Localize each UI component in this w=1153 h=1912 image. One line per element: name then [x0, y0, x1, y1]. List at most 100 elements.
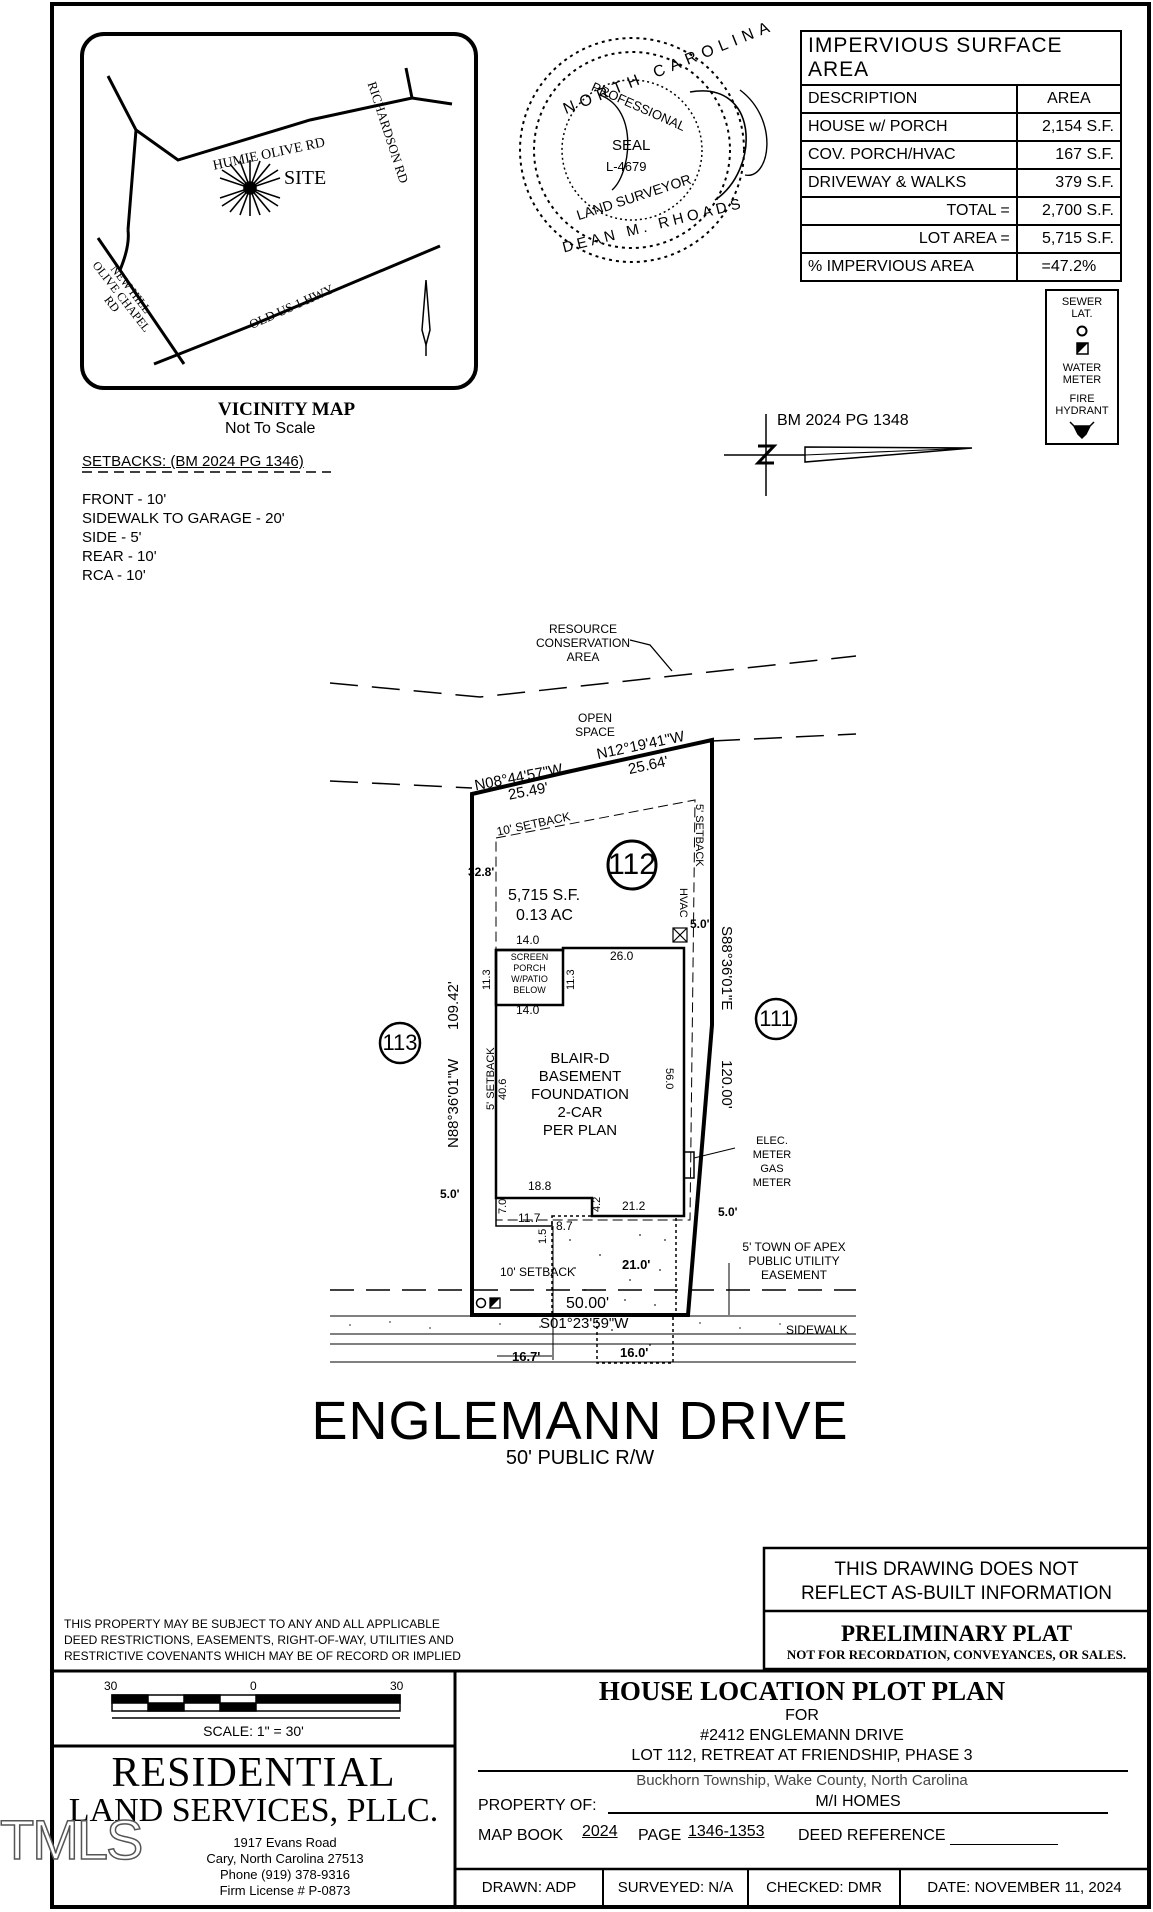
restrictions-note: THIS PROPERTY MAY BE SUBJECT TO ANY AND … — [64, 1616, 461, 1664]
title-block-title: HOUSE LOCATION PLOT PLAN — [598, 1676, 1006, 1706]
site-star-icon — [219, 160, 281, 216]
pct-impervious-value: =47.2% — [1015, 252, 1123, 282]
driveway-apron — [596, 1314, 674, 1364]
rca-label: RESOURCE CONSERVATION AREA — [535, 622, 630, 664]
vicinity-subtitle: Not To Scale — [225, 420, 316, 437]
sidewalk-label: SIDEWALK — [786, 1323, 848, 1337]
house-label: BLAIR-D BASEMENT FOUNDATION 2-CAR PER PL… — [520, 1050, 640, 1140]
north-arrow-small-icon — [421, 279, 431, 356]
rca-line — [329, 655, 857, 698]
dim-label: 14.0 — [516, 933, 540, 947]
elec-meter-icon — [684, 1151, 695, 1179]
open-space-label: OPEN SPACE — [575, 711, 615, 739]
dim-label: 32.8' — [468, 865, 495, 879]
dim-label: 16.0' — [620, 1345, 649, 1360]
front-setback-label: 10' SETBACK — [500, 1265, 575, 1279]
seal-number: L-4679 — [606, 159, 647, 174]
impervious-title: IMPERVIOUS SURFACE AREA — [800, 30, 1122, 86]
surveyed-by: SURVEYED: N/A — [617, 1879, 734, 1896]
firm-name-2: LAND SERVICES, PLLC. — [68, 1792, 439, 1829]
elec-line: METER — [752, 1149, 792, 1161]
dim-label: 11.3 — [481, 969, 493, 990]
porch-line: SCREEN — [510, 952, 549, 962]
table-row: LOT AREA =5,715 S.F. — [800, 224, 1123, 254]
restriction-line: RESTRICTIVE COVENANTS WHICH MAY BE OF RE… — [64, 1649, 461, 1663]
preliminary-plat: PRELIMINARY PLAT — [840, 1621, 1073, 1646]
tmls-watermark: TMLS — [0, 1808, 144, 1871]
impervious-header-desc: DESCRIPTION — [800, 84, 1018, 114]
dim-label: 7.0 — [497, 1198, 509, 1214]
house-line: PER PLAN — [542, 1122, 618, 1139]
porch-line: PORCH — [513, 963, 546, 973]
dim-label: 8.7 — [556, 1219, 573, 1233]
porch-line: BELOW — [513, 985, 546, 995]
front-bearing: S01°23'59"W — [540, 1315, 629, 1332]
setback-item: FRONT - 10' — [82, 491, 167, 508]
side-setback-right-label: 5' SETBACK — [693, 804, 705, 867]
lot-boundary — [470, 737, 714, 1317]
setback-item: REAR - 10' — [82, 548, 157, 565]
table-cell: 379 S.F. — [1015, 168, 1123, 198]
property-of-value: M/I HOMES — [815, 1793, 901, 1810]
sheet-border — [50, 2, 1151, 1909]
vicinity-map-frame — [80, 32, 478, 390]
lot-111-circle — [754, 997, 798, 1041]
scale-label: SCALE: 1" = 30' — [203, 1723, 304, 1739]
dim-label: 21.0' — [622, 1257, 651, 1272]
vicinity-title: VICINITY MAP — [218, 399, 356, 420]
scale-left: 30 — [104, 1679, 118, 1693]
dim-label: 5.0' — [718, 1205, 738, 1219]
dim-label: 16.7' — [512, 1349, 541, 1364]
property-of-label: PROPERTY OF: — [478, 1797, 597, 1814]
pct-impervious-label: % IMPERVIOUS AREA — [800, 252, 1018, 282]
dim-label: 18.8 — [528, 1179, 552, 1193]
title-block-township: Buckhorn Township, Wake County, North Ca… — [636, 1772, 968, 1789]
legend-hydrant: FIRE HYDRANT — [1055, 393, 1109, 417]
dim-label: 21.2 — [622, 1199, 646, 1213]
setback-item: SIDEWALK TO GARAGE - 20' — [82, 510, 285, 527]
side-setback-left-label: 5' SETBACK — [485, 1047, 497, 1110]
street-name: ENGLEMANN DRIVE — [311, 1391, 849, 1451]
open-space-line — [329, 733, 857, 789]
bearing-right: S88°36'01"E — [718, 926, 735, 1011]
dist-left: 109.42' — [445, 981, 462, 1030]
dim-label: 14.0 — [516, 1003, 540, 1017]
dim-label: 5.0' — [690, 917, 710, 931]
dim-label: 26.0 — [610, 949, 634, 963]
porch-label: SCREEN PORCH W/PATIO BELOW — [498, 952, 561, 996]
water-meter-front-icon — [489, 1297, 501, 1309]
table-cell: 167 S.F. — [1015, 140, 1123, 170]
dim-label: 5.0' — [440, 1187, 460, 1201]
elec-line: GAS — [760, 1163, 784, 1175]
legend-water: WATER METER — [1062, 362, 1102, 386]
elec-line: METER — [752, 1177, 792, 1189]
lot-area-value: 5,715 S.F. — [1015, 224, 1123, 254]
firm-name-1: RESIDENTIAL — [111, 1750, 396, 1796]
house-line: FOUNDATION — [530, 1086, 630, 1103]
map-book-label: MAP BOOK — [478, 1827, 564, 1844]
vicinity-roads — [96, 67, 453, 366]
easement-label: 5' TOWN OF APEX PUBLIC UTILITY EASEMENT — [732, 1240, 856, 1282]
drawing-date: DATE: NOVEMBER 11, 2024 — [927, 1879, 1122, 1896]
scale-mid: 0 — [250, 1679, 257, 1693]
hvac-label: HVAC — [677, 888, 689, 918]
bm-reference: BM 2024 PG 1348 — [777, 412, 909, 429]
table-cell: DRIVEWAY & WALKS — [800, 168, 1018, 198]
street-rw: 50' PUBLIC R/W — [505, 1447, 655, 1469]
checked-by: CHECKED: DMR — [766, 1879, 882, 1896]
north-arrow-icon — [724, 414, 973, 496]
front-dist: 50.00' — [566, 1295, 610, 1312]
notice-box — [762, 1546, 1151, 1671]
table-row: TOTAL =2,700 S.F. — [800, 196, 1123, 226]
adjacent-lot-111: 111 — [759, 1006, 793, 1031]
firm-license: Firm License # P-0873 — [219, 1883, 351, 1898]
table-cell: HOUSE w/ PORCH — [800, 112, 1018, 142]
fire-hydrant-icon — [1069, 421, 1095, 440]
preliminary-sub: NOT FOR RECORDATION, CONVEYANCES, OR SAL… — [786, 1647, 1127, 1662]
table-row: % IMPERVIOUS AREA=47.2% — [800, 252, 1123, 282]
dim-label: 56.0 — [663, 1068, 675, 1090]
